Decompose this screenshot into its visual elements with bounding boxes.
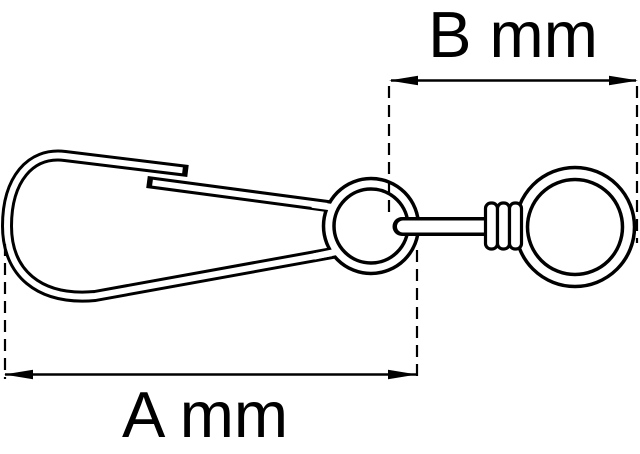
barrel-ridge (507, 201, 524, 251)
arrowhead-left-icon (4, 369, 33, 380)
snap-hook-body (1, 149, 340, 303)
dimension-a: A mm (3, 244, 419, 451)
dimension-a-label: A mm (122, 378, 288, 451)
dimension-b-label: B mm (428, 0, 598, 71)
round-ring (513, 165, 637, 289)
barrel-ridge (495, 201, 512, 251)
arrowhead-right-icon (388, 369, 417, 380)
arrowhead-left-icon (389, 75, 418, 86)
dimension-b: B mm (387, 0, 639, 243)
snap-hook (1, 149, 421, 303)
arrowhead-right-icon (609, 75, 638, 86)
barrel-ridge (483, 201, 500, 251)
swivel-barrel (483, 201, 524, 251)
